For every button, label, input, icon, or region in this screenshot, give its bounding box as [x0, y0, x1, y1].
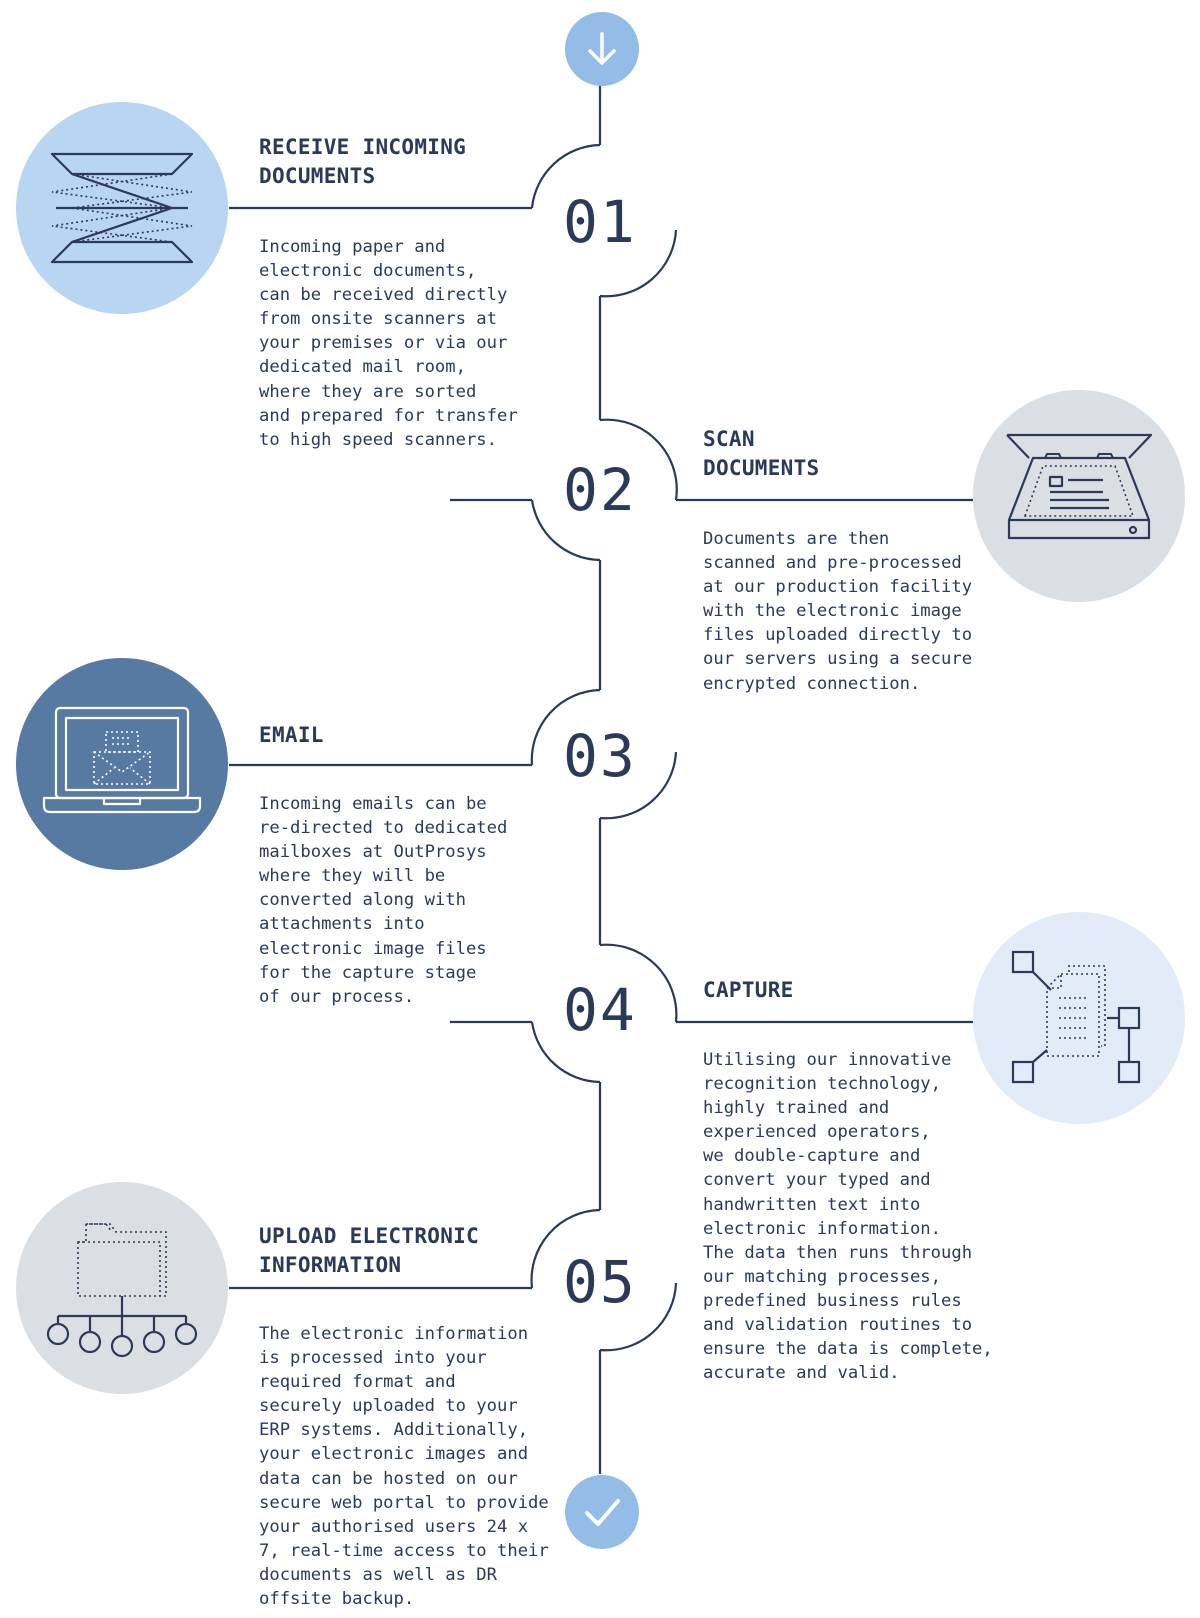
scanner-icon: [1006, 433, 1153, 540]
step-2-description: Documents are then scanned and pre-proce…: [703, 529, 973, 694]
arrow-down-icon: [588, 32, 616, 65]
step-3-icon-circle: [16, 658, 228, 870]
step-1-icon-circle: [16, 102, 228, 314]
start-cap: [565, 12, 639, 86]
step-5-description: The electronic information is processed …: [259, 1324, 549, 1610]
step-1-number: 01: [563, 188, 637, 256]
step-3-number: 03: [563, 722, 637, 790]
step-3-title: EMAIL: [259, 723, 324, 747]
check-icon: [585, 1499, 620, 1526]
paper-stack-icon: [50, 152, 194, 264]
step-2-number: 02: [563, 456, 637, 524]
step-4-description: Utilising our innovative recognition tec…: [703, 1050, 993, 1384]
folder-network-icon: [46, 1223, 198, 1358]
step-4-number: 04: [563, 976, 637, 1044]
step-2-title: SCAN DOCUMENTS: [703, 427, 820, 480]
step-5-title: UPLOAD ELECTRONIC INFORMATION: [259, 1224, 480, 1277]
step-4-title: CAPTURE: [703, 978, 794, 1002]
laptop-email-icon: [42, 706, 202, 814]
step-5-icon-circle: [16, 1182, 228, 1394]
step-1-title: RECEIVE INCOMING DOCUMENTS: [259, 135, 467, 188]
end-cap: [565, 1475, 639, 1549]
step-2-icon-circle: [973, 390, 1185, 602]
step-4-icon-circle: [973, 912, 1185, 1124]
step-3-description: Incoming emails can be re-directed to de…: [259, 794, 508, 1007]
step-1-description: Incoming paper and electronic documents,…: [259, 237, 518, 450]
document-network-icon: [1011, 950, 1141, 1084]
step-5-number: 05: [563, 1248, 637, 1316]
